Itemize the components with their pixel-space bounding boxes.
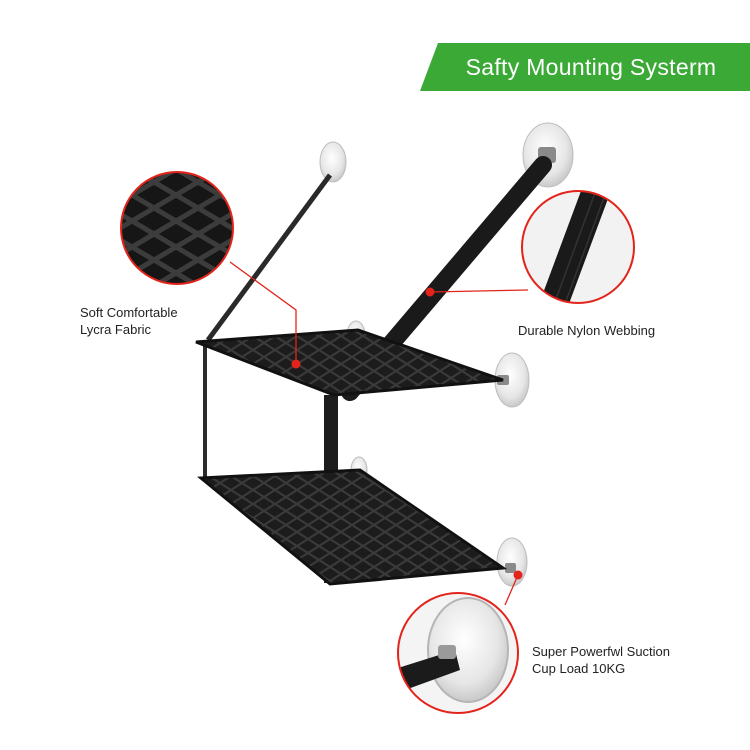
bottom-shelf — [197, 468, 508, 586]
suction-cup-low-right — [496, 537, 528, 587]
callout-dots — [291, 287, 523, 580]
label-fabric-line1: Soft Comfortable — [80, 305, 178, 320]
label-suction-cup: Super Powerfwl Suction Cup Load 10KG — [532, 643, 670, 677]
label-lycra-fabric: Soft Comfortable Lycra Fabric — [80, 304, 178, 338]
label-webbing-line1: Durable Nylon Webbing — [518, 323, 656, 338]
suction-cup-top-left — [319, 141, 347, 183]
banner-title: Safty Mounting Systerm — [465, 53, 717, 80]
zoom-fabric — [120, 171, 234, 285]
title-banner: Safty Mounting Systerm — [420, 43, 750, 91]
label-fabric-line2: Lycra Fabric — [80, 322, 152, 337]
label-suction-line1: Super Powerfwl Suction — [532, 644, 671, 659]
top-shelf — [195, 328, 504, 397]
zoom-webbing — [521, 190, 635, 304]
callout-lines — [229, 261, 529, 606]
suction-cup-mid-right — [494, 352, 530, 408]
label-nylon-webbing: Durable Nylon Webbing — [518, 322, 655, 339]
zoom-suction — [397, 592, 519, 714]
label-suction-line2: Cup Load 10KG — [532, 661, 626, 676]
strap-left — [205, 173, 333, 342]
